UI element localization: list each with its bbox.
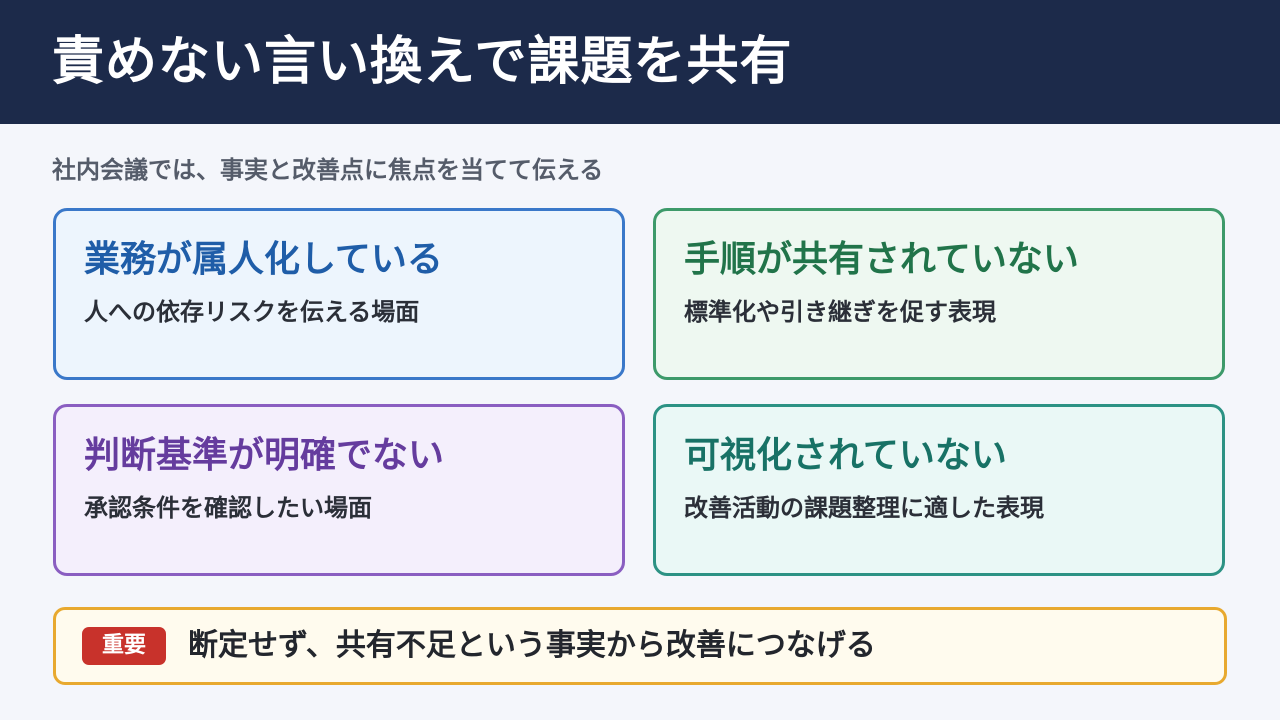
- card-title: 業務が属人化している: [84, 239, 443, 280]
- card-description: 人への依存リスクを伝える場面: [84, 298, 420, 326]
- card-description: 標準化や引き継ぎを促す表現: [684, 298, 996, 326]
- page-title: 責めない言い換えで課題を共有: [52, 32, 793, 92]
- important-badge: 重要: [82, 627, 166, 665]
- notice-text: 断定せず、共有不足という事実から改善につなげる: [188, 628, 876, 663]
- card-title: 判断基準が明確でない: [84, 435, 445, 476]
- card-procedure-not-shared: 手順が共有されていない 標準化や引き継ぎを促す表現: [653, 208, 1225, 380]
- important-notice: 重要 断定せず、共有不足という事実から改善につなげる: [53, 607, 1227, 685]
- card-description: 改善活動の課題整理に適した表現: [684, 494, 1044, 522]
- card-not-visualized: 可視化されていない 改善活動の課題整理に適した表現: [653, 404, 1225, 576]
- card-criteria-unclear: 判断基準が明確でない 承認条件を確認したい場面: [53, 404, 625, 576]
- card-person-dependency: 業務が属人化している 人への依存リスクを伝える場面: [53, 208, 625, 380]
- header-bar: 責めない言い換えで課題を共有: [0, 0, 1280, 124]
- card-description: 承認条件を確認したい場面: [84, 494, 372, 522]
- page-subtitle: 社内会議では、事実と改善点に焦点を当てて伝える: [52, 156, 604, 184]
- card-title: 可視化されていない: [684, 435, 1007, 476]
- card-title: 手順が共有されていない: [684, 239, 1079, 280]
